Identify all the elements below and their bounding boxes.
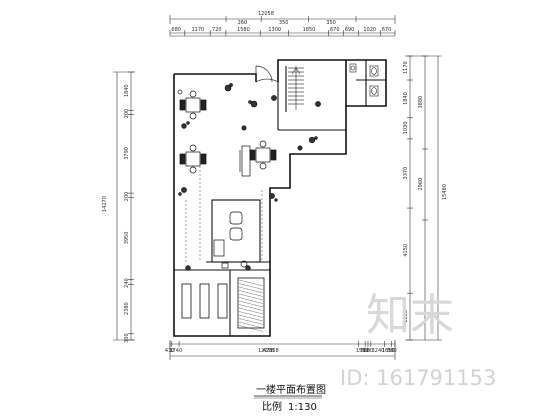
- dimension-label: 200: [124, 192, 130, 202]
- dimension-label: 2280: [403, 310, 409, 323]
- left-overall-dimension: 14270: [102, 196, 108, 212]
- dimension-label: 430: [165, 348, 175, 354]
- dimension-label: 300: [124, 333, 130, 343]
- hatch-line: [238, 286, 264, 294]
- dimension-label: 3880: [418, 96, 424, 109]
- hatch-line: [238, 318, 264, 325]
- dimension-label: 1840: [124, 84, 130, 97]
- hatch-line: [238, 325, 264, 332]
- staircase-icon: [288, 66, 304, 110]
- dimension-label: 690: [345, 27, 355, 33]
- dimension-label: 3790: [124, 147, 130, 160]
- dimension-label: 1020: [363, 27, 376, 33]
- hatch-line: [238, 283, 264, 290]
- dimension-label: 1850: [303, 27, 316, 33]
- right-dimension-labels: 1170 1840 1030 3370 4150 2280 3880 2960: [403, 61, 424, 322]
- counter-seat-icon: [213, 211, 248, 269]
- dining-table-icon: [177, 89, 277, 177]
- bottom-dimension-ticks: [169, 341, 396, 347]
- dimension-label: 680: [363, 348, 373, 354]
- hatch-line: [238, 314, 264, 322]
- top-dimension-labels: 680 1170 720 1580 1300 1850 670 690 1020 670 260 35…: [171, 20, 391, 33]
- scale-value: 1:130: [288, 402, 317, 413]
- overall-width-bottom: 12058: [258, 348, 274, 354]
- dimension-label: 2380: [124, 302, 130, 315]
- dimension-label: 3950: [124, 232, 130, 245]
- dimension-label: 1580: [237, 27, 250, 33]
- left-dimension-labels: 1840 200 3790 200 3950 240 2380 300: [124, 84, 130, 343]
- dimension-label: 240: [124, 278, 130, 288]
- hatch-line: [238, 290, 264, 297]
- dimension-label: 1650: [382, 348, 395, 354]
- hatch-line: [238, 307, 264, 315]
- dimension-label: 2960: [418, 178, 424, 191]
- floor-hatch-pattern: [238, 279, 264, 332]
- hatch-line: [238, 297, 264, 304]
- hatch-line: [238, 304, 264, 311]
- overall-width-top: 12058: [258, 11, 274, 17]
- right-dimension-lines: [405, 55, 442, 341]
- dimension-label: 670: [330, 27, 340, 33]
- toilet-icon: [349, 63, 379, 97]
- dimension-label: 680: [171, 27, 181, 33]
- hatch-line: [238, 300, 264, 308]
- drawing-title: 一楼平面布置图: [256, 383, 326, 396]
- dimension-label: 1170: [403, 61, 409, 74]
- dimension-label: 1740: [169, 348, 182, 354]
- watermark-logo: 知末: [366, 290, 454, 341]
- dimension-label: 1300: [268, 27, 281, 33]
- dimension-label: 42858: [263, 348, 279, 354]
- plant-icon: [178, 83, 321, 271]
- dimension-label: 1840: [403, 92, 409, 105]
- dimension-label: 350: [279, 20, 289, 26]
- dimension-label: 1550: [356, 348, 369, 354]
- entrance-door-icon: [255, 65, 279, 83]
- scale-label: 比例: [262, 400, 282, 413]
- dimension-label: 1030: [403, 122, 409, 135]
- top-dimension-ticks: [169, 16, 396, 36]
- dimension-label: 350: [326, 20, 336, 26]
- hatch-line: [238, 279, 264, 287]
- hatch-line: [238, 311, 264, 318]
- dashed-guide-lines: [185, 166, 263, 262]
- dimension-label: 200: [124, 109, 130, 119]
- left-dimension-ticks: [128, 71, 134, 341]
- dimension-label: 680: [361, 348, 371, 354]
- dimension-label: 4150: [403, 244, 409, 257]
- stair-direction-arrow: [291, 67, 301, 75]
- watermark-id: ID: 161791153: [340, 366, 496, 390]
- hatch-line: [238, 293, 264, 301]
- right-dimension-ticks: [407, 55, 428, 341]
- hatch-line: [238, 321, 264, 329]
- dimension-label: 3240: [372, 348, 385, 354]
- dimension-label: 720: [212, 27, 222, 33]
- interior-walls: [174, 60, 386, 336]
- dimension-label: 3370: [403, 167, 409, 180]
- dimension-label: 670: [382, 27, 392, 33]
- top-dimension-lines: [169, 15, 396, 37]
- right-overall-dimension: 15480: [442, 184, 448, 200]
- dimension-label: 1170: [192, 27, 205, 33]
- dimension-label: 880: [387, 348, 397, 354]
- shower-stall-icon: [181, 277, 265, 329]
- dimension-label: 260: [238, 20, 248, 26]
